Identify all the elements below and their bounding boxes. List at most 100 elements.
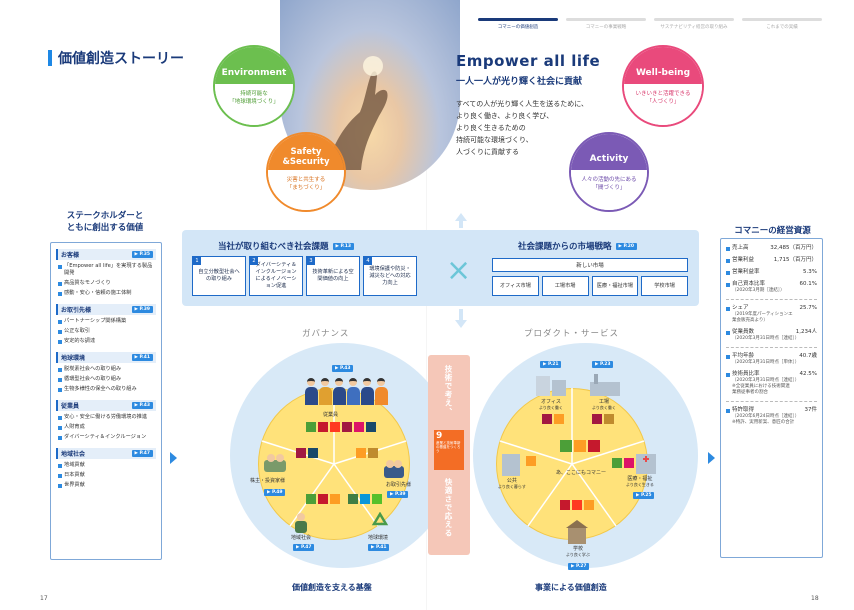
sdg-icons-employees (306, 422, 376, 432)
center-column-top-text: 技術で考え、 (444, 365, 453, 416)
stakeholder-value-item: 世界貢献 (58, 482, 156, 489)
social-issues-page-link[interactable]: ▶ P.13 (332, 242, 354, 250)
safety-body-line: 災害と共生する (286, 177, 326, 184)
center-tagline: あ、ここにもコマニー (556, 470, 607, 476)
resource-note: （2020年3月31日時点［連結］） ※全従業員における技術関連 業務従事者の割… (732, 378, 800, 395)
stakeholder-value-item: ダイバーシティ＆インクルージョン (58, 434, 156, 441)
stakeholder-value-text: 生物多様性の保全への取り組み (64, 386, 137, 392)
stakeholder-value-item: 「Empower all life」を実現する製品開発 (58, 263, 156, 277)
nav-tab-track-record[interactable]: これまでの実績 (742, 18, 822, 30)
social-issues-title-text: 当社が取り組むべき社会課題 (218, 242, 329, 252)
sdg-9-number: 9 (436, 431, 443, 441)
factory-page-link[interactable]: ▶ P.23 (592, 361, 614, 368)
market-strategy-title-text: 社会課題からの市場戦略 (518, 242, 612, 252)
resource-note: （2020年3月31日時点［連結］） (732, 336, 800, 341)
nav-tab-sustainability[interactable]: サステナビリティ経営の取り組み (654, 18, 734, 30)
sdg-4-icon (318, 494, 328, 504)
employees-illustration (296, 375, 396, 405)
title-marker-icon (48, 50, 52, 66)
stakeholder-section-header: お客様▶ P.35 (56, 249, 156, 260)
stakeholder-page-link[interactable]: ▶ P.41 (131, 354, 153, 361)
section-nav: コマニーの価値創造 コマニーの事業戦略 サステナビリティ経営の取り組み これまで… (478, 18, 822, 30)
issue-number: 3 (307, 257, 315, 265)
clients-page-link[interactable]: ▶ P.39 (387, 491, 409, 498)
resource-divider (726, 347, 817, 348)
sdg-icons-center (560, 440, 600, 452)
school-building-icon (566, 520, 588, 544)
stakeholder-value-item: 循環型社会への取り組み (58, 376, 156, 383)
governance-bottom-label: 価値創造を支える基盤 (292, 583, 372, 592)
bullet-square-icon (58, 281, 62, 286)
environment-label: 地球環境 (368, 535, 389, 541)
nav-tab-business-strategy[interactable]: コマニーの事業戦略 (566, 18, 646, 30)
office-page-link[interactable]: ▶ P.21 (540, 361, 562, 368)
sdg-14-icon (360, 494, 370, 504)
sdg-icons-office (542, 414, 564, 424)
resource-label: 特許取得 (732, 407, 755, 413)
resource-value: 1,715（百万円） (773, 257, 817, 263)
issue-label: 自立分散型社会への取り組み (198, 269, 240, 282)
page-title-text: 価値創造ストーリー (58, 51, 184, 67)
medical-page-link[interactable]: ▶ P.25 (633, 492, 655, 499)
sdg-11-icon (554, 414, 564, 424)
resource-divider (726, 299, 817, 300)
stakeholder-value-text: 人財育成 (64, 424, 85, 430)
school-sub-text: より良く学ぶ (566, 552, 590, 557)
school-page-link[interactable]: ▶ P.27 (568, 563, 590, 570)
stakeholder-value-text: 公正な取引 (64, 328, 90, 334)
sdg-5-icon (330, 422, 340, 432)
sdg-3-icon (306, 422, 316, 432)
bullet-square-icon (726, 408, 730, 413)
factory-building-icon (590, 374, 620, 396)
stakeholder-value-text: 安定的な調達 (64, 338, 96, 344)
page-number-right: 18 (811, 595, 819, 602)
stakeholder-value-item: 日本貢献 (58, 472, 156, 479)
stakeholder-value-item: 安定的な調達 (58, 338, 156, 345)
public-label-text: 公共 (506, 478, 517, 484)
social-issues-title: 当社が取り組むべき社会課題 ▶ P.13 (218, 240, 354, 252)
bullet-square-icon (726, 306, 730, 311)
resources-heading: コマニーの経営資源 (734, 226, 811, 236)
community-page-link[interactable]: ▶ P.47 (293, 544, 315, 551)
sdg-17-icon (366, 422, 376, 432)
nav-tab-value-creation[interactable]: コマニーの価値創造 (478, 18, 558, 30)
sdg-icons-community (306, 494, 340, 504)
sdg-icons-public (526, 456, 536, 466)
shareholders-page-link[interactable]: ▶ P.49 (264, 489, 286, 496)
resource-label: 従業員数 (732, 329, 755, 335)
stakeholder-page-link[interactable]: ▶ P.35 (131, 251, 153, 258)
sdg-11-icon (356, 448, 366, 458)
environment-page-link[interactable]: ▶ P.41 (368, 544, 390, 551)
person-icon (360, 375, 374, 405)
clients-illustration-icon (384, 460, 404, 478)
reaching-hand-icon (325, 56, 388, 170)
office-label-text: オフィス (541, 399, 561, 405)
recycle-icon (371, 512, 389, 526)
stakeholder-value-item: 公正な取引 (58, 328, 156, 335)
person-icon (304, 375, 318, 405)
page-title: 価値創造ストーリー (48, 48, 184, 68)
stakeholder-value-text: 「Empower all life」を実現する製品開発 (64, 263, 153, 276)
stakeholder-page-link[interactable]: ▶ P.47 (131, 450, 153, 457)
stakeholder-page-link[interactable]: ▶ P.43 (131, 402, 153, 409)
stakeholder-value-text: 感動・安心・信頼の施工体制 (64, 290, 132, 296)
sdg-icons-school (560, 500, 594, 510)
market-strategy-page-link[interactable]: ▶ P.20 (615, 242, 637, 250)
safety-title-line: Safety (290, 147, 322, 158)
stakeholders-heading: ステークホルダーと ともに創出する価値 (45, 210, 165, 234)
employees-page-link[interactable]: ▶ P.43 (332, 365, 354, 372)
governance-label: ガバナンス (302, 329, 350, 339)
sdg-12-icon (368, 448, 378, 458)
bullet-square-icon (58, 377, 62, 382)
stakeholder-value-text: 高品質なモノづくり (64, 280, 111, 286)
person-icon (374, 375, 388, 405)
markets-list: 新しい市場 オフィス市場 工場市場 医療・福祉市場 学校市場 (492, 258, 688, 296)
person-icon (318, 375, 332, 405)
environment-body-line: 持続可能な (240, 91, 268, 98)
stakeholder-page-link[interactable]: ▶ P.39 (131, 306, 153, 313)
activity-circle: Activity 人々の活動の先にある 「間づくり」 (569, 132, 649, 212)
